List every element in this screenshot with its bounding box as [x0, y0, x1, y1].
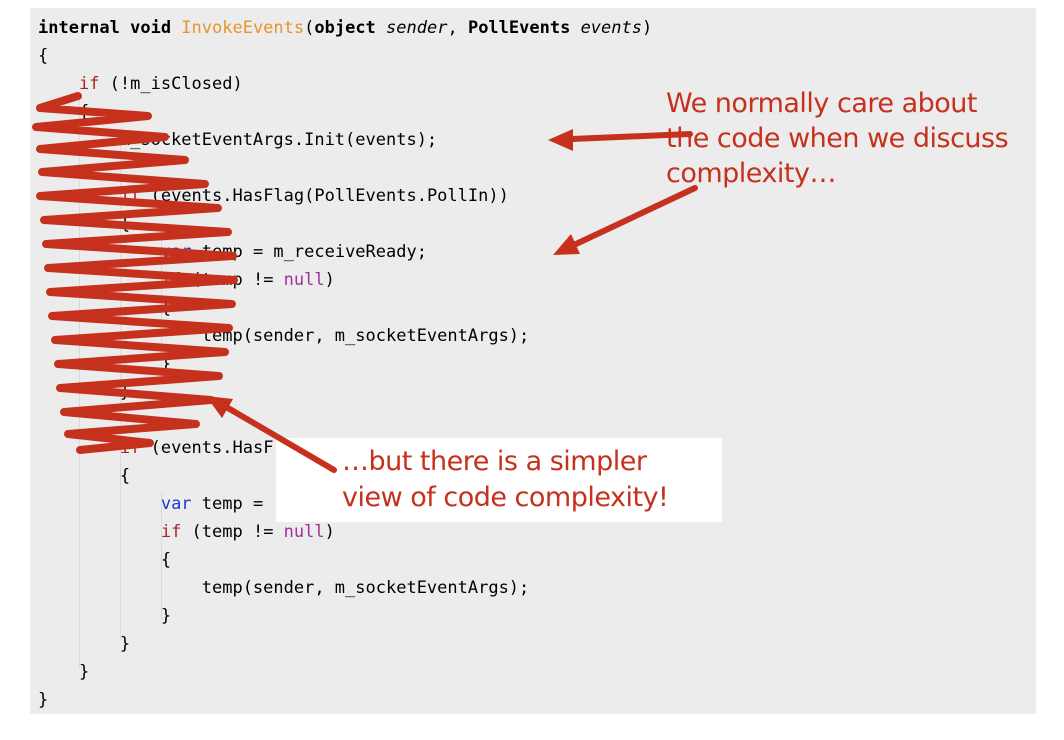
code-line — [38, 406, 652, 434]
code-token: } — [38, 634, 131, 654]
code-token: sender — [386, 18, 448, 38]
code-token: if — [119, 438, 141, 458]
code-line: } — [38, 630, 652, 658]
code-token: temp(sender, m_socketEventArgs); — [38, 578, 530, 598]
code-line: { — [38, 42, 652, 70]
code-token: } — [38, 690, 49, 710]
code-token: if — [160, 522, 182, 542]
code-token: ) — [641, 18, 653, 38]
code-token: ) — [324, 270, 335, 290]
code-line: var temp = — [38, 490, 652, 518]
code-token: if — [160, 270, 182, 290]
code-line: { — [38, 294, 652, 322]
code-line — [38, 154, 652, 182]
code-token: if — [119, 186, 141, 206]
code-line: if (events.HasFlag(PollEvents.PollIn)) — [38, 182, 652, 210]
code-line: if (!m_isClosed) — [38, 70, 652, 98]
code-token: temp(sender, m_socketEventArgs); — [38, 326, 530, 346]
code-token — [38, 186, 120, 206]
code-line: if (temp != null) — [38, 266, 652, 294]
note-line: complexity… — [666, 158, 837, 189]
code-token: null — [283, 522, 325, 542]
code-token: (temp != — [181, 270, 284, 290]
note-line: view of code complexity! — [342, 482, 669, 513]
code-line: { — [38, 98, 652, 126]
note-line: …but there is a simpler — [342, 446, 647, 477]
code-token — [570, 18, 580, 38]
code-line: temp(sender, m_socketEventArgs); — [38, 322, 652, 350]
code-token: PollEvents — [467, 18, 571, 38]
code-token: InvokeEvents — [181, 18, 305, 38]
note-line: We normally care about — [666, 88, 977, 119]
code-token: temp = — [191, 494, 274, 514]
code-token — [38, 522, 161, 542]
code-token — [376, 18, 386, 38]
code-token: } — [38, 662, 90, 682]
code-token: } — [38, 606, 172, 626]
code-token: } — [38, 354, 172, 374]
code-line: } — [38, 686, 652, 714]
code-token: { — [38, 466, 131, 486]
code-line: } — [38, 658, 652, 686]
code-line: var temp = m_receiveReady; — [38, 238, 652, 266]
code-token — [38, 270, 161, 290]
code-token — [38, 74, 79, 94]
code-token: (events.HasFlag(PollEvents.PollIn)) — [140, 186, 509, 206]
code-token: { — [38, 102, 90, 122]
code-token: , — [447, 18, 468, 38]
code-line: { — [38, 462, 652, 490]
code-line: { — [38, 546, 652, 574]
code-token: (!m_isClosed) — [99, 74, 243, 94]
code-token: ) — [324, 522, 335, 542]
code-token: if — [78, 74, 100, 94]
code-token: { — [38, 214, 131, 234]
code-line: m_socketEventArgs.Init(events); — [38, 126, 652, 154]
code-line: internal void InvokeEvents(object sender… — [38, 14, 652, 42]
code-token: (temp != — [181, 522, 284, 542]
code-line: temp(sender, m_socketEventArgs); — [38, 574, 652, 602]
code-line: if (temp != null) — [38, 518, 652, 546]
code-line: } — [38, 378, 652, 406]
code-token: var — [160, 242, 192, 262]
code-token: m_socketEventArgs.Init(events); — [38, 130, 438, 150]
code-token: var — [160, 494, 192, 514]
code-token: object — [314, 18, 376, 38]
code-token — [38, 242, 161, 262]
code-token: internal void — [38, 18, 182, 38]
annotation-note-bottom: …but there is a simpler view of code comp… — [276, 438, 722, 522]
annotation-note-top: We normally care about the code when we d… — [666, 86, 1058, 191]
code-token: { — [38, 298, 172, 318]
code-line: { — [38, 210, 652, 238]
code-token: ( — [304, 18, 315, 38]
code-token — [38, 438, 120, 458]
code-line: } — [38, 350, 652, 378]
code-token: events — [580, 18, 642, 38]
code-token: temp = m_receiveReady; — [191, 242, 427, 262]
code-token: null — [283, 270, 325, 290]
code-token: (events.HasF — [140, 438, 274, 458]
code-token: } — [38, 382, 131, 402]
code-token — [38, 494, 161, 514]
code-block: internal void InvokeEvents(object sender… — [38, 14, 652, 714]
code-token: { — [38, 46, 49, 66]
code-token: { — [38, 550, 172, 570]
indent-guide — [161, 492, 162, 620]
note-line: the code when we discuss — [666, 123, 1009, 154]
code-line: } — [38, 602, 652, 630]
